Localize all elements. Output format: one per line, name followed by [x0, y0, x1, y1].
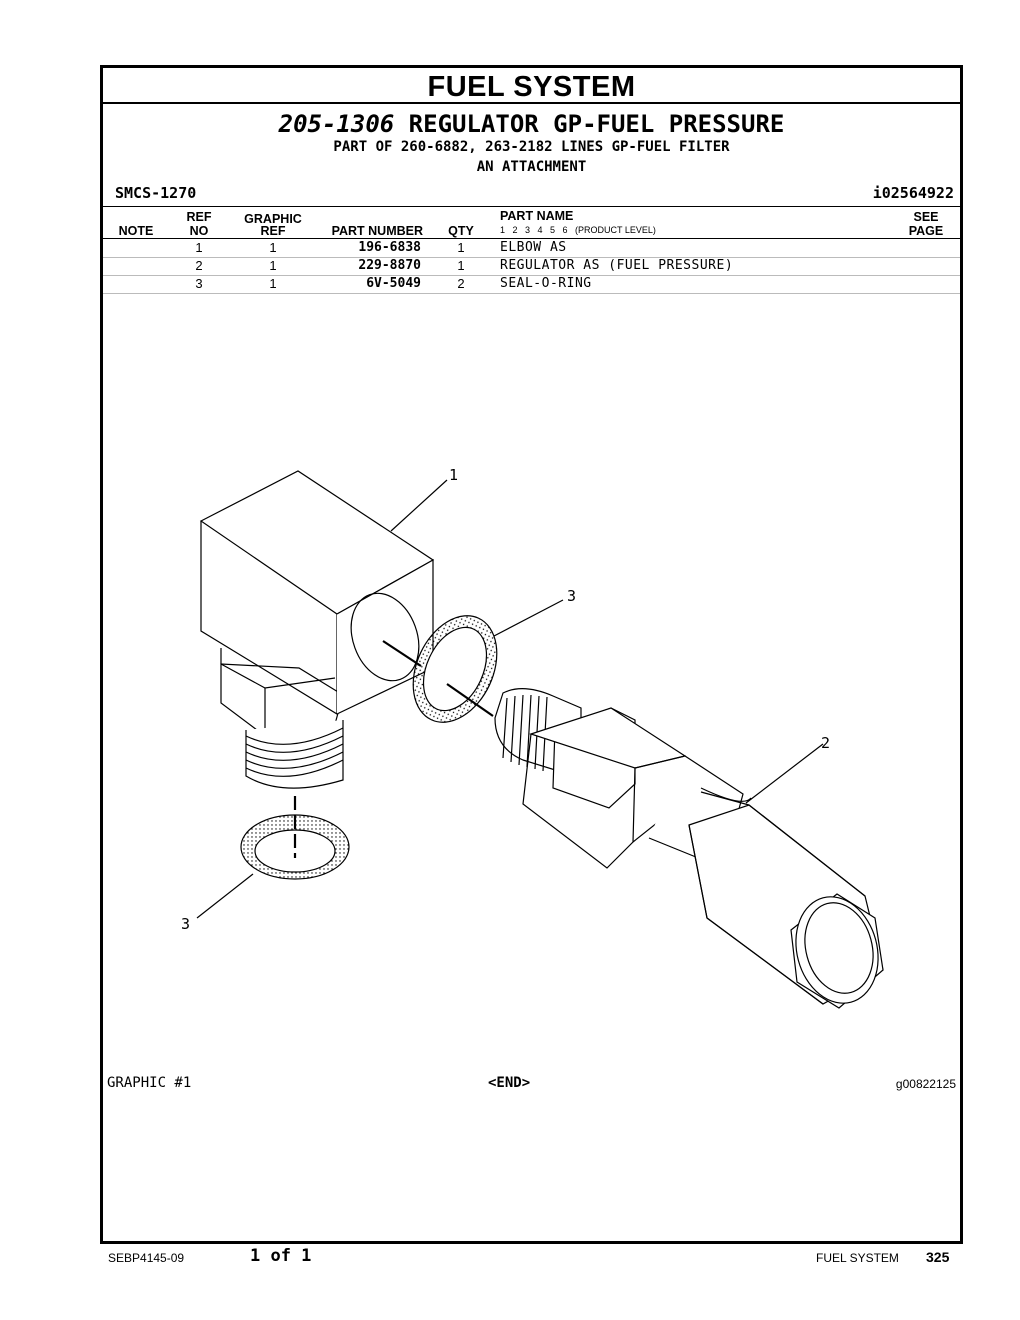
- doc-number: SEBP4145-09: [108, 1251, 185, 1265]
- group-number: 205-1306: [278, 110, 395, 138]
- row1-qty: 1: [457, 240, 465, 255]
- oring-lower: [240, 796, 350, 880]
- col-part-number: PART NUMBER: [331, 224, 423, 238]
- end-marker: <END>: [488, 1075, 531, 1091]
- col-note: NOTE: [118, 224, 154, 238]
- col-graphic-top: GRAPHIC: [244, 212, 302, 226]
- product-levels: 1 2 3 4 5 6 (PRODUCT LEVEL): [500, 225, 656, 235]
- elbow-drawing: [199, 470, 435, 789]
- row-divider: [103, 293, 960, 294]
- oring-upper: [412, 615, 498, 723]
- callout-leader: [745, 743, 824, 804]
- callout-leader: [493, 599, 564, 637]
- row3-graphic: 1: [269, 276, 277, 291]
- col-part-name: PART NAME: [500, 209, 574, 223]
- section-title: FUEL SYSTEM: [103, 68, 960, 104]
- graphic-id: g00822125: [895, 1077, 956, 1091]
- callout-leader: [390, 479, 448, 532]
- row1-ref: 1: [195, 240, 203, 255]
- document-id: i02564922: [872, 184, 954, 202]
- table-top-rule: [103, 206, 960, 207]
- row2-qty: 1: [457, 258, 465, 273]
- row3-part-number[interactable]: 6V-5049: [366, 276, 421, 291]
- callout-label: 3: [181, 915, 190, 933]
- page-count: 1 of 1: [250, 1246, 312, 1266]
- row1-name: ELBOW AS: [500, 240, 567, 255]
- col-graphic-bottom: REF: [260, 224, 286, 238]
- col-qty: QTY: [448, 224, 474, 238]
- row3-name: SEAL-O-RING: [500, 276, 592, 291]
- regulator-drawing: [494, 688, 884, 1009]
- row2-graphic: 1: [269, 258, 277, 273]
- col-see-top: SEE: [913, 210, 939, 224]
- row2-part-number[interactable]: 229-8870: [358, 258, 421, 273]
- row3-ref: 3: [195, 276, 203, 291]
- row1-part-number[interactable]: 196-6838: [358, 240, 421, 255]
- row-divider: [103, 275, 960, 276]
- page-number: 325: [926, 1249, 950, 1265]
- callout-leader: [196, 873, 254, 919]
- row-divider: [103, 257, 960, 258]
- col-see-bottom: PAGE: [908, 224, 944, 238]
- row2-ref: 2: [195, 258, 203, 273]
- graphic-label: GRAPHIC #1: [107, 1075, 192, 1091]
- group-heading: 205-1306 REGULATOR GP-FUEL PRESSURE: [103, 110, 960, 138]
- row1-graphic: 1: [269, 240, 277, 255]
- smcs-code: SMCS-1270: [115, 184, 197, 202]
- attachment-line: AN ATTACHMENT: [476, 159, 587, 175]
- callout-label: 1: [449, 466, 458, 484]
- table-header-rule: [103, 238, 960, 239]
- col-ref-bottom: NO: [189, 224, 209, 238]
- parts-illustration: 1 3 2 3: [181, 466, 884, 1009]
- callout-label: 3: [567, 587, 576, 605]
- group-name: REGULATOR GP-FUEL PRESSURE: [408, 110, 785, 138]
- row2-name: REGULATOR AS (FUEL PRESSURE): [500, 258, 734, 273]
- callout-label: 2: [821, 734, 830, 752]
- part-of-line: PART OF 260-6882, 263-2182 LINES GP-FUEL…: [333, 139, 730, 155]
- footer-section: FUEL SYSTEM: [816, 1251, 899, 1265]
- row3-qty: 2: [457, 276, 465, 291]
- page-frame: FUEL SYSTEM 205-1306 REGULATOR GP-FUEL P…: [100, 65, 963, 1244]
- col-ref-top: REF: [186, 210, 212, 224]
